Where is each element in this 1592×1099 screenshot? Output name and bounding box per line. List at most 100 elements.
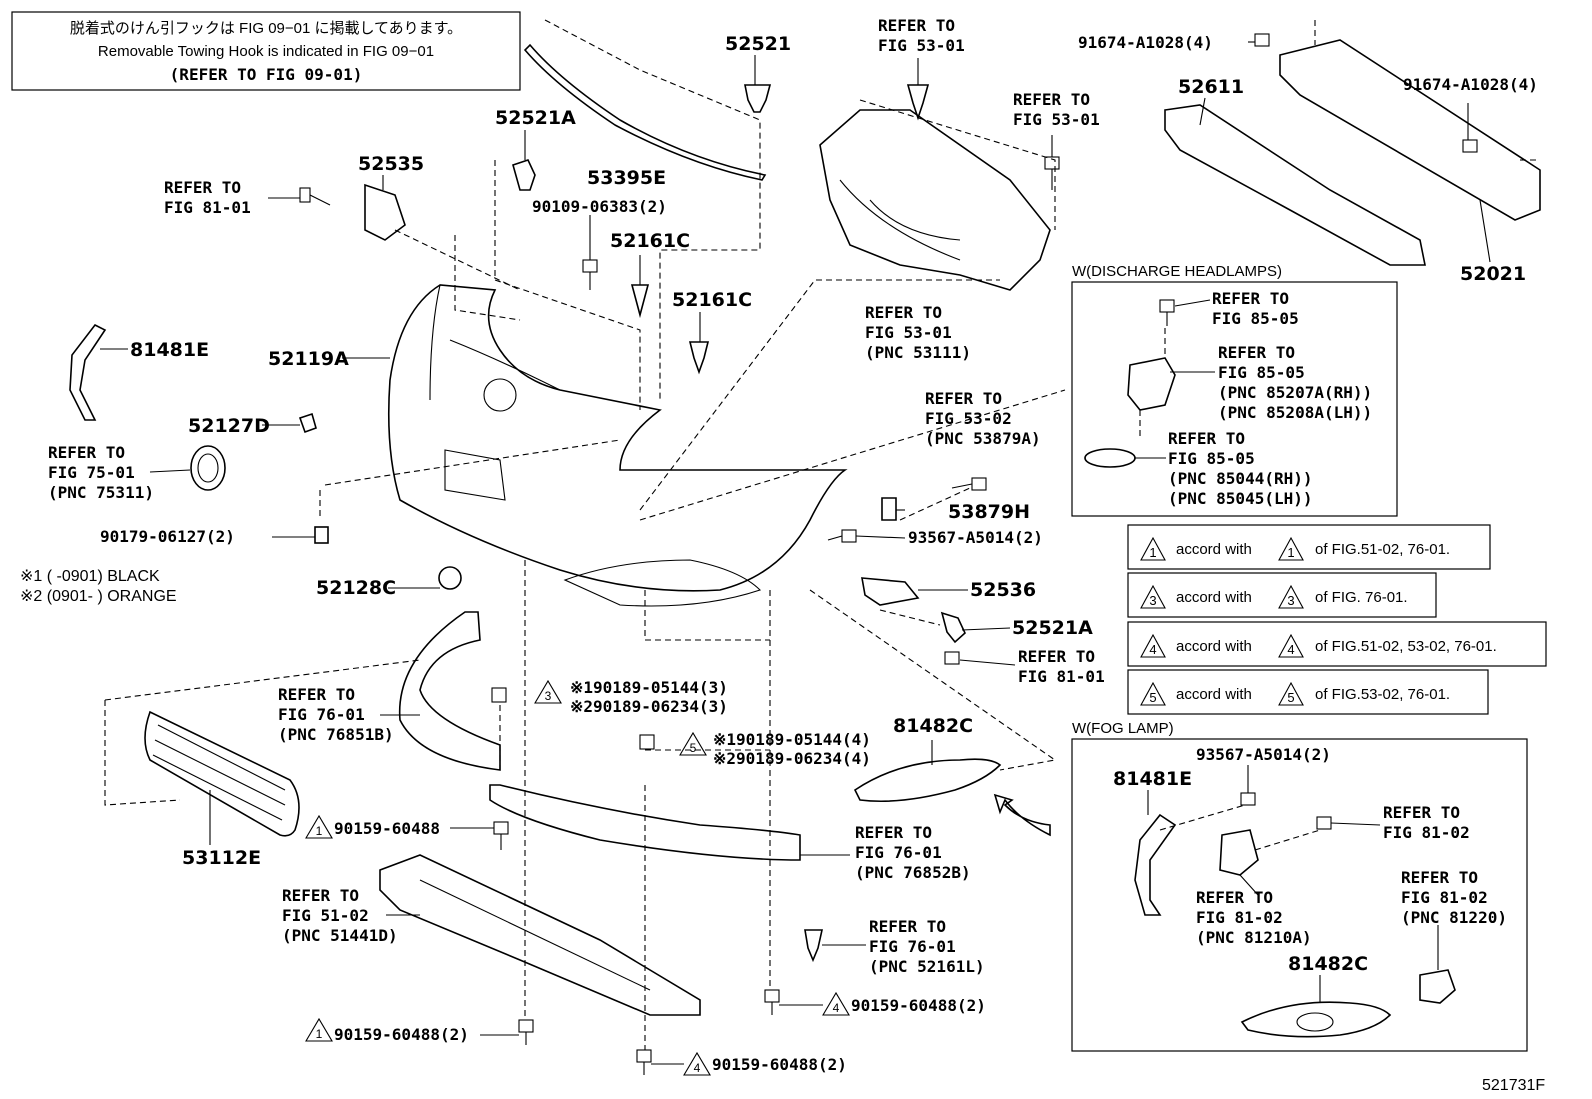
label-52611: 52611 xyxy=(1178,76,1244,98)
ref-fig75-01: REFER TO FIG 75-01 (PNC 75311) xyxy=(48,443,154,502)
label-90189-a2: ※290189-06234(3) xyxy=(570,697,728,716)
svg-text:FIG 53-01: FIG 53-01 xyxy=(865,323,952,342)
spoiler-76851B xyxy=(398,611,501,771)
cap-52128C xyxy=(438,566,462,590)
label-81481E: 81481E xyxy=(130,339,209,361)
label-81482C: 81482C xyxy=(893,715,973,737)
svg-text:(PNC 53879A): (PNC 53879A) xyxy=(925,429,1041,448)
screw-93567 xyxy=(827,529,857,543)
label-52127D: 52127D xyxy=(188,415,270,437)
ref-fig53-01-top: REFER TO FIG 53-01 xyxy=(878,16,965,55)
svg-text:(PNC 76851B): (PNC 76851B) xyxy=(278,725,394,744)
label-53395E: 53395E xyxy=(587,167,666,189)
clip-90179 xyxy=(314,526,329,544)
svg-text:(PNC 53111): (PNC 53111) xyxy=(865,343,971,362)
refer-labels: REFER TO FIG 81-01 REFER TO FIG 75-01 (P… xyxy=(48,16,1507,976)
svg-text:REFER TO: REFER TO xyxy=(869,917,946,936)
discharge-headlamps-section: W(DISCHARGE HEADLAMPS) xyxy=(1071,263,1398,517)
svg-text:FIG 76-01: FIG 76-01 xyxy=(278,705,365,724)
part-drawings xyxy=(69,19,1541,1075)
part-labels: 52521 52521A 53395E 52535 90109-06383(2)… xyxy=(100,33,1545,1094)
svg-text:4: 4 xyxy=(694,1061,701,1075)
bumper-cover-52119A xyxy=(387,284,848,607)
clip-52521 xyxy=(744,84,772,113)
label-90159-mid: 90159-60488 xyxy=(334,819,440,838)
label-52521: 52521 xyxy=(725,33,791,55)
svg-text:1: 1 xyxy=(316,824,323,838)
svg-text:3: 3 xyxy=(1149,593,1156,608)
fog-section-title: W(FOG LAMP) xyxy=(1072,720,1174,737)
ref-fig85-05-a: REFER TO FIG 85-05 xyxy=(1212,289,1299,328)
fog-lamp-81210A xyxy=(1219,829,1259,876)
svg-text:REFER TO: REFER TO xyxy=(1218,343,1295,362)
svg-text:accord with: accord with xyxy=(1176,589,1252,606)
ref-fig53-02: REFER TO FIG 53-02 (PNC 53879A) xyxy=(925,389,1041,448)
label-52119A: 52119A xyxy=(268,348,349,370)
svg-text:FIG 81-02: FIG 81-02 xyxy=(1196,908,1283,927)
svg-text:FIG 85-05: FIG 85-05 xyxy=(1168,449,1255,468)
svg-text:accord with: accord with xyxy=(1176,686,1252,703)
label-fog-93567: 93567-A5014(2) xyxy=(1196,745,1331,764)
svg-text:4: 4 xyxy=(1149,642,1156,657)
label-52536: 52536 xyxy=(970,579,1036,601)
svg-text:(PNC 85044(RH)): (PNC 85044(RH)) xyxy=(1168,469,1313,488)
ref-fig85-05-c: REFER TO FIG 85-05 (PNC 85044(RH)) (PNC … xyxy=(1168,429,1313,508)
accord-note-5: 5 accord with 5 of FIG.53-02, 76-01. xyxy=(1127,669,1489,715)
svg-text:REFER TO: REFER TO xyxy=(164,178,241,197)
ref-fig76-01-a: REFER TO FIG 76-01 (PNC 76851B) xyxy=(278,685,394,744)
ref-fig76-01-b: REFER TO FIG 76-01 (PNC 76852B) xyxy=(855,823,971,882)
svg-text:REFER TO: REFER TO xyxy=(855,823,932,842)
bracket-52535 xyxy=(364,183,406,241)
bolt-91674-a xyxy=(1254,33,1270,47)
screw-90159-right xyxy=(764,989,780,1015)
bulb-81220 xyxy=(1419,969,1456,1004)
ref-fig81-02-c: REFER TO FIG 81-02 (PNC 81220) xyxy=(1401,868,1507,927)
svg-text:FIG 76-01: FIG 76-01 xyxy=(869,937,956,956)
cover-85044 xyxy=(1084,448,1136,468)
svg-text:5: 5 xyxy=(690,741,697,755)
svg-text:REFER TO: REFER TO xyxy=(1013,90,1090,109)
leader-lines xyxy=(100,41,1491,1065)
svg-text:(PNC 85045(LH)): (PNC 85045(LH)) xyxy=(1168,489,1313,508)
label-53112E: 53112E xyxy=(182,847,261,869)
svg-text:FIG 81-01: FIG 81-01 xyxy=(164,198,251,217)
svg-text:3: 3 xyxy=(1287,593,1294,608)
svg-text:1: 1 xyxy=(1149,545,1156,560)
ref-fig85-05-b: REFER TO FIG 85-05 (PNC 85207A(RH)) (PNC… xyxy=(1218,343,1372,422)
svg-text:REFER TO: REFER TO xyxy=(1383,803,1460,822)
clip-52521A-mid xyxy=(940,611,966,644)
screw-90159-low xyxy=(518,1019,534,1045)
screw-fog-81-02 xyxy=(1316,816,1332,830)
clip-52521A-top xyxy=(512,159,536,191)
color-note-orange: ※2 (0901- ) ORANGE xyxy=(20,588,177,605)
svg-text:REFER TO: REFER TO xyxy=(1196,888,1273,907)
svg-text:of FIG. 76-01.: of FIG. 76-01. xyxy=(1315,589,1408,606)
molding-53395E xyxy=(523,43,767,181)
svg-text:FIG 51-02: FIG 51-02 xyxy=(282,906,369,925)
ref-fig81-02-a: REFER TO FIG 81-02 xyxy=(1383,803,1470,842)
svg-text:(PNC 85207A(RH)): (PNC 85207A(RH)) xyxy=(1218,383,1372,402)
molding-76852B xyxy=(489,784,801,861)
label-90159-low: 90159-60488(2) xyxy=(334,1025,469,1044)
svg-text:1: 1 xyxy=(1287,545,1294,560)
label-91674-b: 91674-A1028(4) xyxy=(1403,75,1538,94)
ref-fig53-01-right: REFER TO FIG 53-01 xyxy=(1013,90,1100,129)
svg-text:of FIG.51-02, 76-01.: of FIG.51-02, 76-01. xyxy=(1315,541,1450,558)
reinforcement-52021 xyxy=(1279,39,1541,221)
label-90189-b1: ※190189-05144(4) xyxy=(713,730,871,749)
clip-52161L xyxy=(804,929,823,963)
screw-fig81-01 xyxy=(299,187,331,206)
fog-bracket-81481E xyxy=(1134,813,1177,916)
svg-text:(PNC 85208A(LH)): (PNC 85208A(LH)) xyxy=(1218,403,1372,422)
ref-fig76-01-c: REFER TO FIG 76-01 (PNC 52161L) xyxy=(869,917,985,976)
svg-text:FIG 76-01: FIG 76-01 xyxy=(855,843,942,862)
color-note-black: ※1 ( -0901) BLACK xyxy=(20,568,160,585)
fastener-90189-b xyxy=(639,734,655,750)
svg-text:FIG 85-05: FIG 85-05 xyxy=(1212,309,1299,328)
svg-text:REFER TO: REFER TO xyxy=(1212,289,1289,308)
screw-90109 xyxy=(582,259,598,290)
svg-text:4: 4 xyxy=(833,1001,840,1015)
svg-text:accord with: accord with xyxy=(1176,638,1252,655)
svg-text:of FIG.53-02, 76-01.: of FIG.53-02, 76-01. xyxy=(1315,686,1450,703)
